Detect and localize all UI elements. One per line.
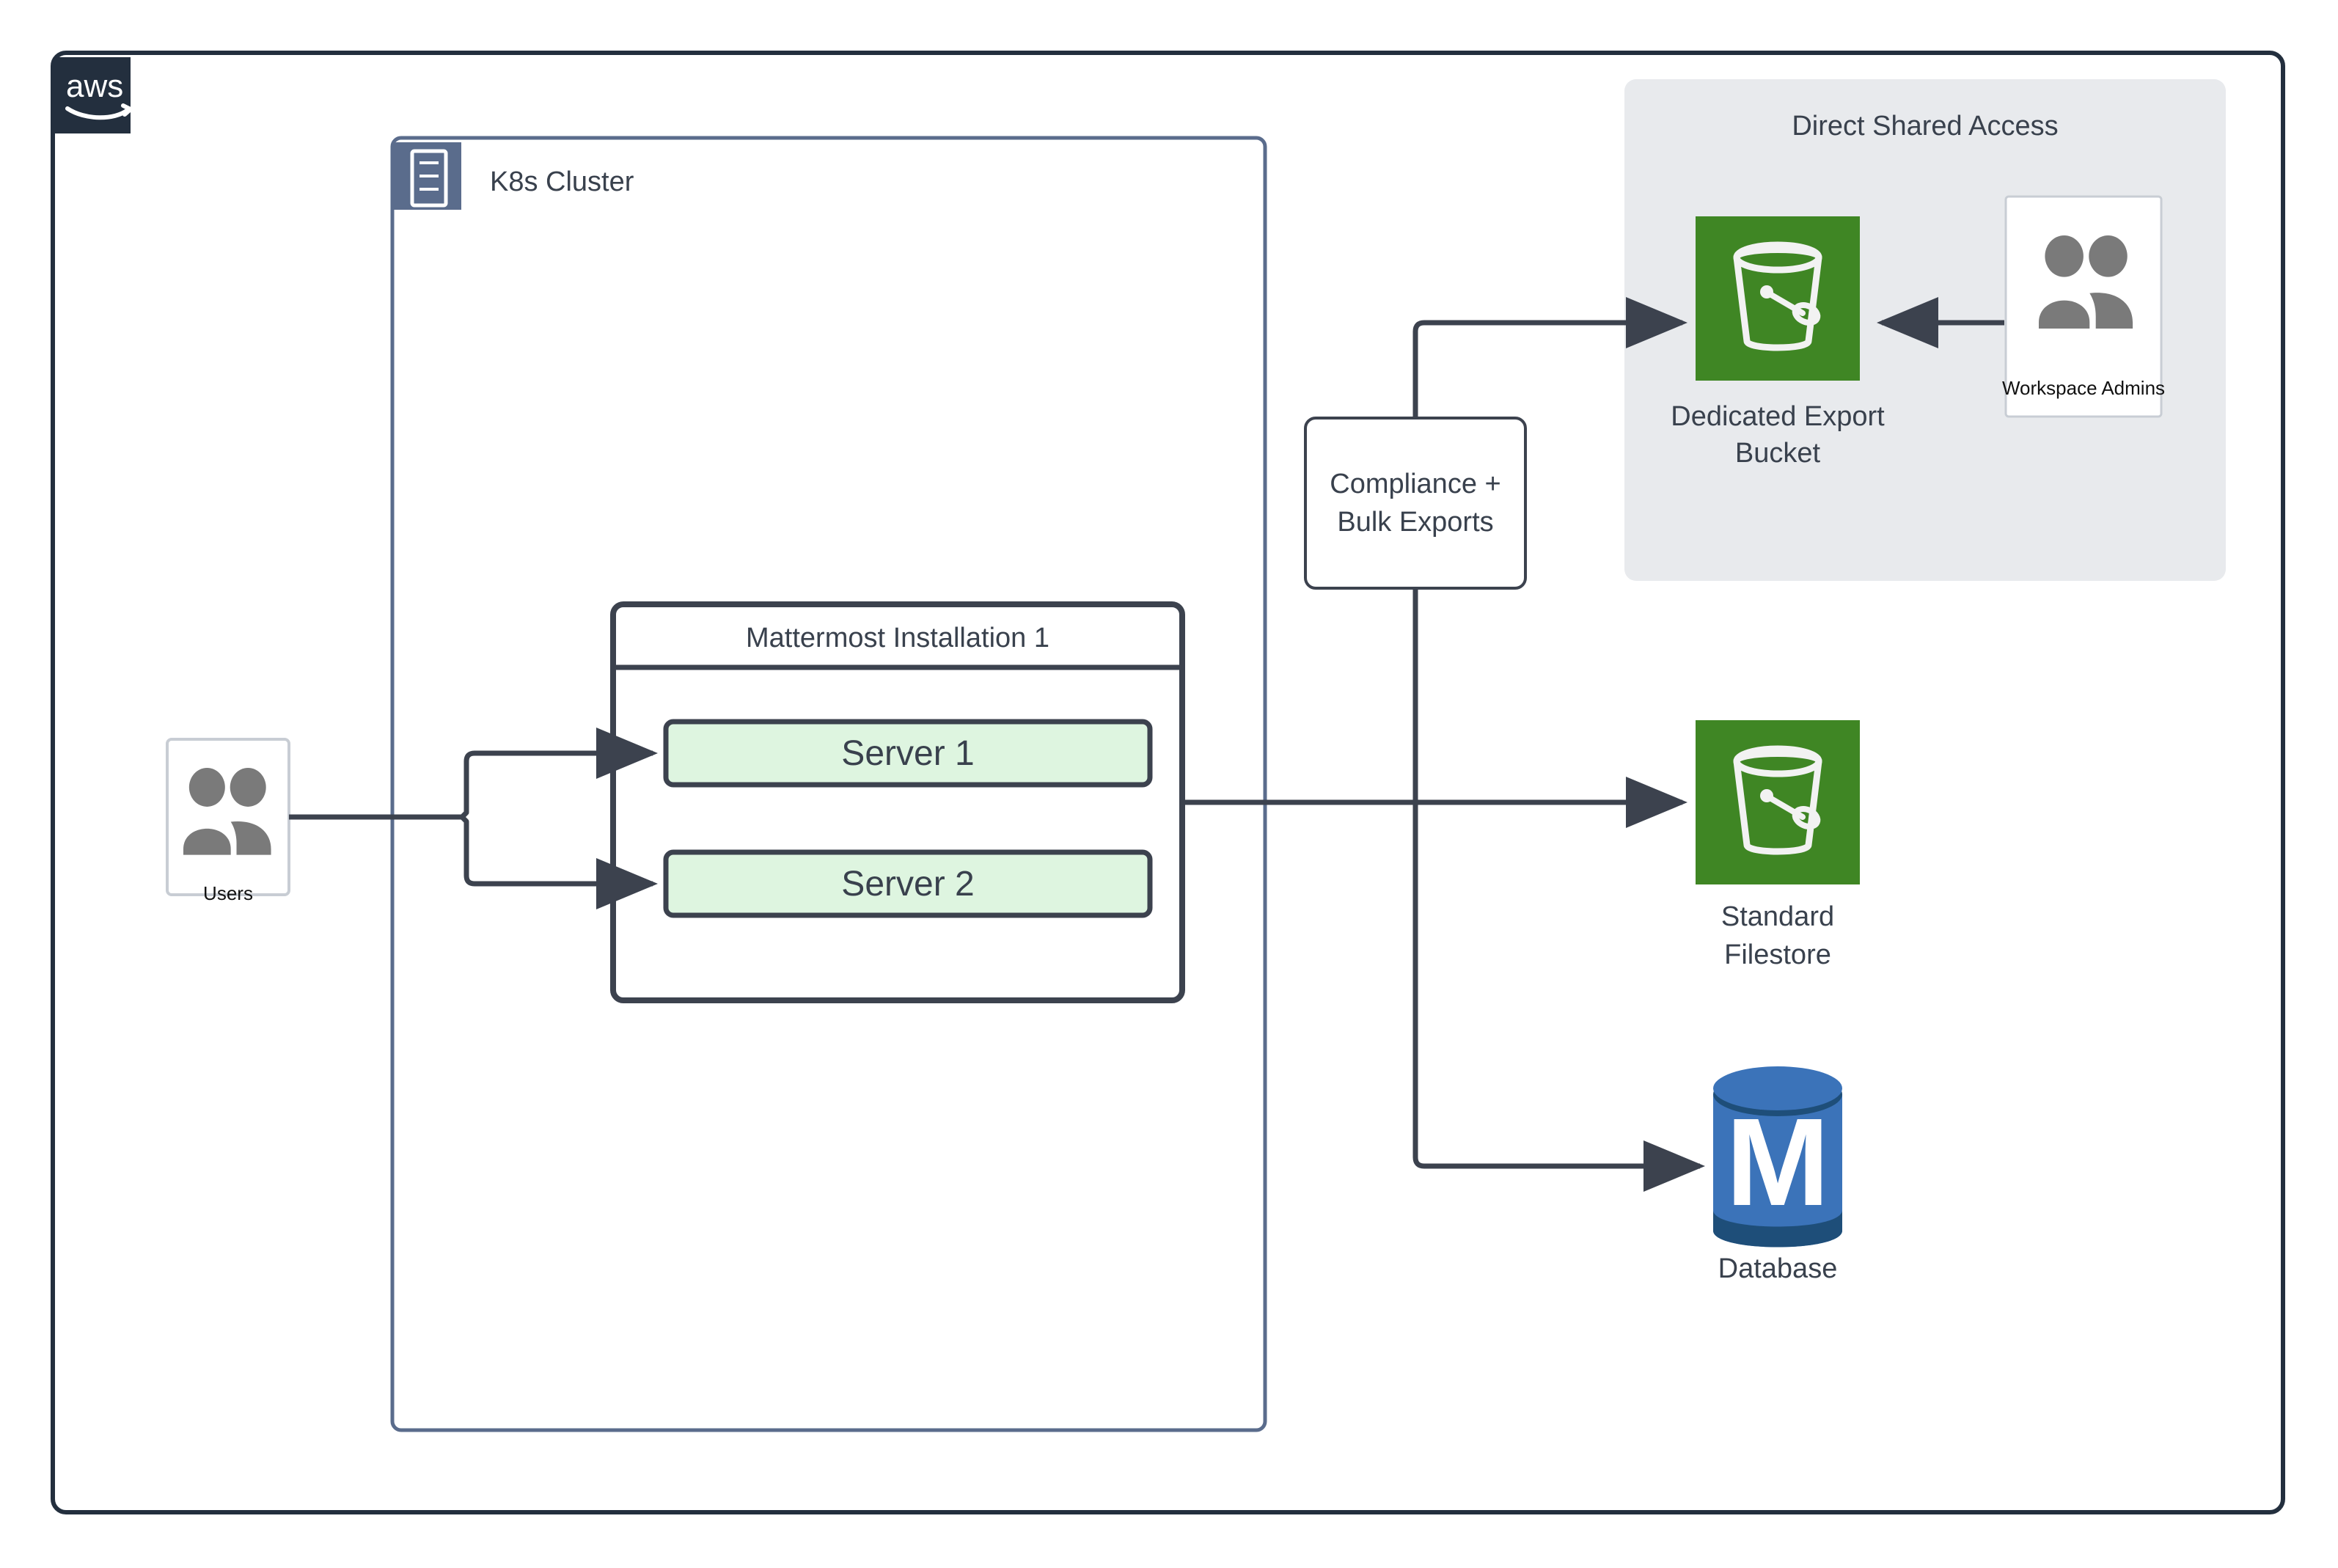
workspace-admins-label: Workspace Admins	[2002, 377, 2165, 399]
svg-text:aws: aws	[66, 68, 123, 104]
server-1-label: Server 1	[841, 734, 974, 773]
s3-bucket-icon	[1696, 720, 1860, 884]
server-1-node[interactable]: Server 1	[663, 719, 1153, 788]
mattermost-installation-node: Mattermost Installation 1 Server 1 Serve…	[610, 601, 1185, 1003]
database-label: Database	[1718, 1253, 1838, 1284]
standard-filestore-label-line2: Filestore	[1724, 939, 1831, 970]
compliance-label-line2: Bulk Exports	[1337, 507, 1493, 538]
direct-shared-access-title: Direct Shared Access	[1792, 111, 2058, 142]
server-rack-icon	[410, 149, 448, 208]
dedicated-export-bucket-node[interactable]: Dedicated Export Bucket	[1671, 216, 1885, 469]
connector-users-to-server-1	[460, 728, 658, 819]
aws-badge: aws	[53, 57, 133, 133]
aws-logo-icon: aws	[65, 68, 133, 120]
k8s-cluster-label: K8s Cluster	[490, 166, 634, 197]
compliance-bulk-exports-node[interactable]: Compliance + Bulk Exports	[1304, 417, 1527, 590]
server-2-label: Server 2	[841, 865, 974, 904]
users-node[interactable]: Users	[166, 738, 290, 904]
workspace-admins-node[interactable]: Workspace Admins	[2002, 195, 2165, 418]
direct-shared-access-group: Direct Shared Access Dedicated Export Bu…	[1624, 79, 2226, 581]
dedicated-export-bucket-label-line2: Bucket	[1735, 438, 1821, 469]
server-2-node[interactable]: Server 2	[663, 849, 1153, 918]
dedicated-export-bucket-label-line1: Dedicated Export	[1671, 401, 1885, 432]
database-node[interactable]: M Database	[1713, 1066, 1842, 1284]
connector-compliance-to-database	[1412, 588, 1705, 1192]
k8s-cluster-badge	[392, 142, 461, 210]
standard-filestore-label-line1: Standard	[1721, 901, 1834, 932]
s3-bucket-icon	[1696, 216, 1860, 381]
standard-filestore-node[interactable]: Standard Filestore	[1696, 720, 1860, 970]
compliance-label-line1: Compliance +	[1330, 469, 1500, 499]
mattermost-database-icon: M	[1713, 1066, 1842, 1248]
users-label: Users	[203, 882, 253, 904]
database-glyph: M	[1726, 1093, 1830, 1232]
connector-users-to-server-2	[460, 815, 658, 909]
installation-title: Mattermost Installation 1	[746, 623, 1049, 653]
connector-compliance-to-export-bucket	[1412, 297, 1687, 418]
